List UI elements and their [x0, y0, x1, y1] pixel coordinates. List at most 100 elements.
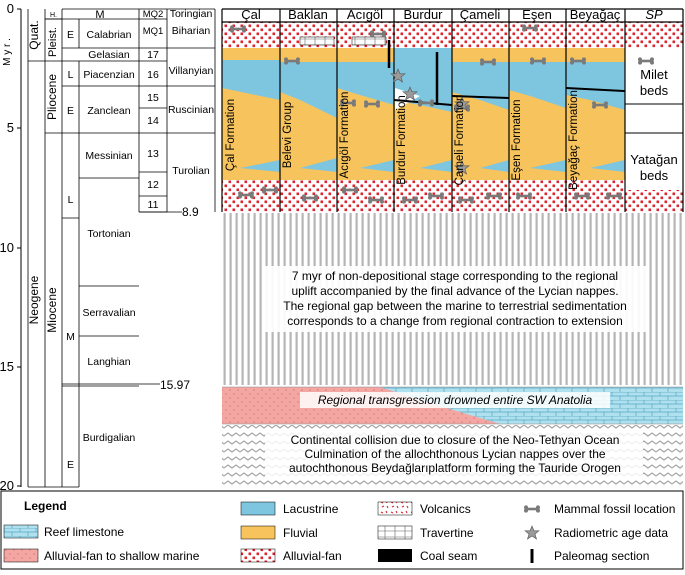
sub-l2: L [68, 194, 74, 206]
tick-10: 10 [0, 240, 14, 255]
mq-12: 12 [147, 179, 159, 191]
sub-e3: E [67, 459, 74, 471]
tick-20: 20 [0, 478, 14, 493]
sp-yatagan-1: Yatağan [630, 152, 677, 167]
mq-17: 17 [147, 49, 159, 61]
collision-backdrop [265, 432, 643, 477]
legend-coal: Coal seam [420, 549, 477, 563]
swatch-alluvial-marine [3, 548, 39, 563]
travertine-baklan [299, 36, 335, 46]
legend: Legend Reef limestone Alluvial-fan to sh… [0, 490, 684, 570]
tick-15: 15 [0, 359, 14, 374]
chrono-labels: Quat. Neogene Pleist. Pliocene Miocene H… [27, 8, 214, 471]
swatch-volcanics [377, 501, 413, 516]
mq-13: 13 [147, 148, 159, 160]
marker-8-9: 8.9 [182, 205, 199, 219]
sp-labels: Milet beds Yatağan beds [630, 67, 677, 183]
swatch-lacustrine [240, 501, 276, 516]
toringian-header: Toringian [170, 8, 213, 20]
formation-cal: Çal Formation [225, 99, 237, 171]
legend-alluvial-marine: Alluvial-fan to shallow marine [44, 549, 200, 563]
mammal-icon [524, 505, 540, 513]
col-cal: Çal [241, 7, 261, 22]
col-burdur: Burdur [403, 7, 443, 22]
col-cameli: Çameli [460, 7, 501, 22]
mq1-header: MQ1 [143, 26, 164, 37]
pleist-label: Pleist. [47, 27, 59, 57]
sub-l1: L [68, 69, 74, 81]
column-headers: Çal Baklan Acıgöl Burdur Çameli Eşen Bey… [241, 7, 663, 22]
gap-line-1: 7 myr of non-depositional stage correspo… [292, 269, 618, 283]
axis-label: M y r . [2, 38, 13, 66]
gelasian-label: Gelasian [88, 49, 130, 61]
langhian-label: Langhian [87, 356, 130, 368]
formation-burdur: Burdur Formation [396, 95, 408, 184]
sp-volcanic-bottom [625, 190, 683, 212]
age-axis: 0 5 10 15 20 M y r . [0, 1, 22, 493]
gap-line-4: corresponds to a change from regional co… [287, 314, 623, 328]
gap-text: 7 myr of non-depositional stage correspo… [283, 269, 627, 328]
formation-beyagac: Beyağaç Formation [568, 90, 580, 190]
chrono-table [27, 8, 216, 488]
sub-e2: E [67, 105, 74, 117]
legend-radiometric: Radiometric age data [554, 526, 668, 540]
mq-15: 15 [147, 92, 159, 104]
legend-paleomag: Paleomag section [554, 549, 649, 563]
legend-fluvial: Fluvial [283, 526, 318, 540]
column-borders [221, 8, 684, 212]
mq-11: 11 [148, 199, 159, 211]
quat-label: Quat. [27, 20, 41, 49]
h-header: H. [50, 12, 57, 19]
ruscinian-label: Ruscinian [168, 104, 214, 116]
legend-title: Legend [24, 499, 67, 513]
collision-line-1: Continental collision due to closure of … [291, 433, 620, 447]
legend-travertine: Travertine [420, 526, 474, 540]
biharian-label: Biharian [172, 25, 211, 37]
villanyian-label: Villanyian [169, 65, 214, 77]
swatch-coal [378, 549, 412, 562]
sp-milet-2: beds [640, 83, 669, 98]
col-acigol: Acıgöl [347, 7, 383, 22]
collision-text: Continental collision due to closure of … [289, 433, 621, 475]
formation-labels: Çal Formation Belevi Group Acıgöl Format… [225, 90, 580, 190]
mq-14: 14 [147, 115, 159, 127]
messinian-label: Messinian [85, 150, 132, 162]
transgression-text: Regional transgression drowned entire SW… [318, 393, 593, 407]
legend-alluvial-fan: Alluvial-fan [283, 549, 342, 563]
basin-columns [221, 8, 684, 212]
sub-m: M [66, 331, 75, 343]
serravalian-label: Serravalian [82, 307, 135, 319]
formation-esen: Eşen Formation [511, 99, 523, 180]
legend-volcanics: Volcanics [420, 502, 471, 516]
mq2-header: MQ2 [143, 9, 164, 20]
swatch-travertine [377, 525, 413, 540]
collision-line-3: autochthonous Beydağlarıplatform forming… [289, 461, 621, 475]
swatch-reef [3, 524, 39, 539]
zanclean-label: Zanclean [87, 105, 130, 117]
col-esen: Eşen [522, 7, 552, 22]
legend-lacustrine: Lacustrine [283, 502, 339, 516]
gap-line-3: The regional gap between the marine to t… [283, 299, 627, 313]
gap-line-2: uplift accompanied by the final advance … [291, 284, 618, 298]
col-beyagac: Beyağaç [570, 7, 621, 22]
gap-text-backdrop [262, 266, 648, 332]
calabrian-label: Calabrian [87, 29, 132, 41]
sp-yatagan-2: beds [640, 168, 669, 183]
miocene-label: Miocene [45, 287, 59, 333]
sp-milet-1: Milet [640, 67, 668, 82]
tick-5: 5 [7, 120, 14, 135]
pliocene-label: Pliocene [45, 74, 59, 120]
turolian-label: Turolian [172, 165, 210, 177]
transgression-backdrop [300, 392, 610, 408]
formation-cameli: Çameli Formation [454, 95, 466, 186]
formation-baklan: Belevi Group [282, 102, 294, 168]
burdigalian-label: Burdigalian [83, 432, 136, 444]
travertine-acigol [351, 36, 387, 46]
m-header: M [95, 9, 104, 21]
volcanic-bottom [222, 180, 625, 212]
legend-mammal: Mammal fossil location [554, 502, 675, 516]
swatch-alluvial-fan [240, 548, 276, 563]
neogene-label: Neogene [27, 275, 41, 324]
